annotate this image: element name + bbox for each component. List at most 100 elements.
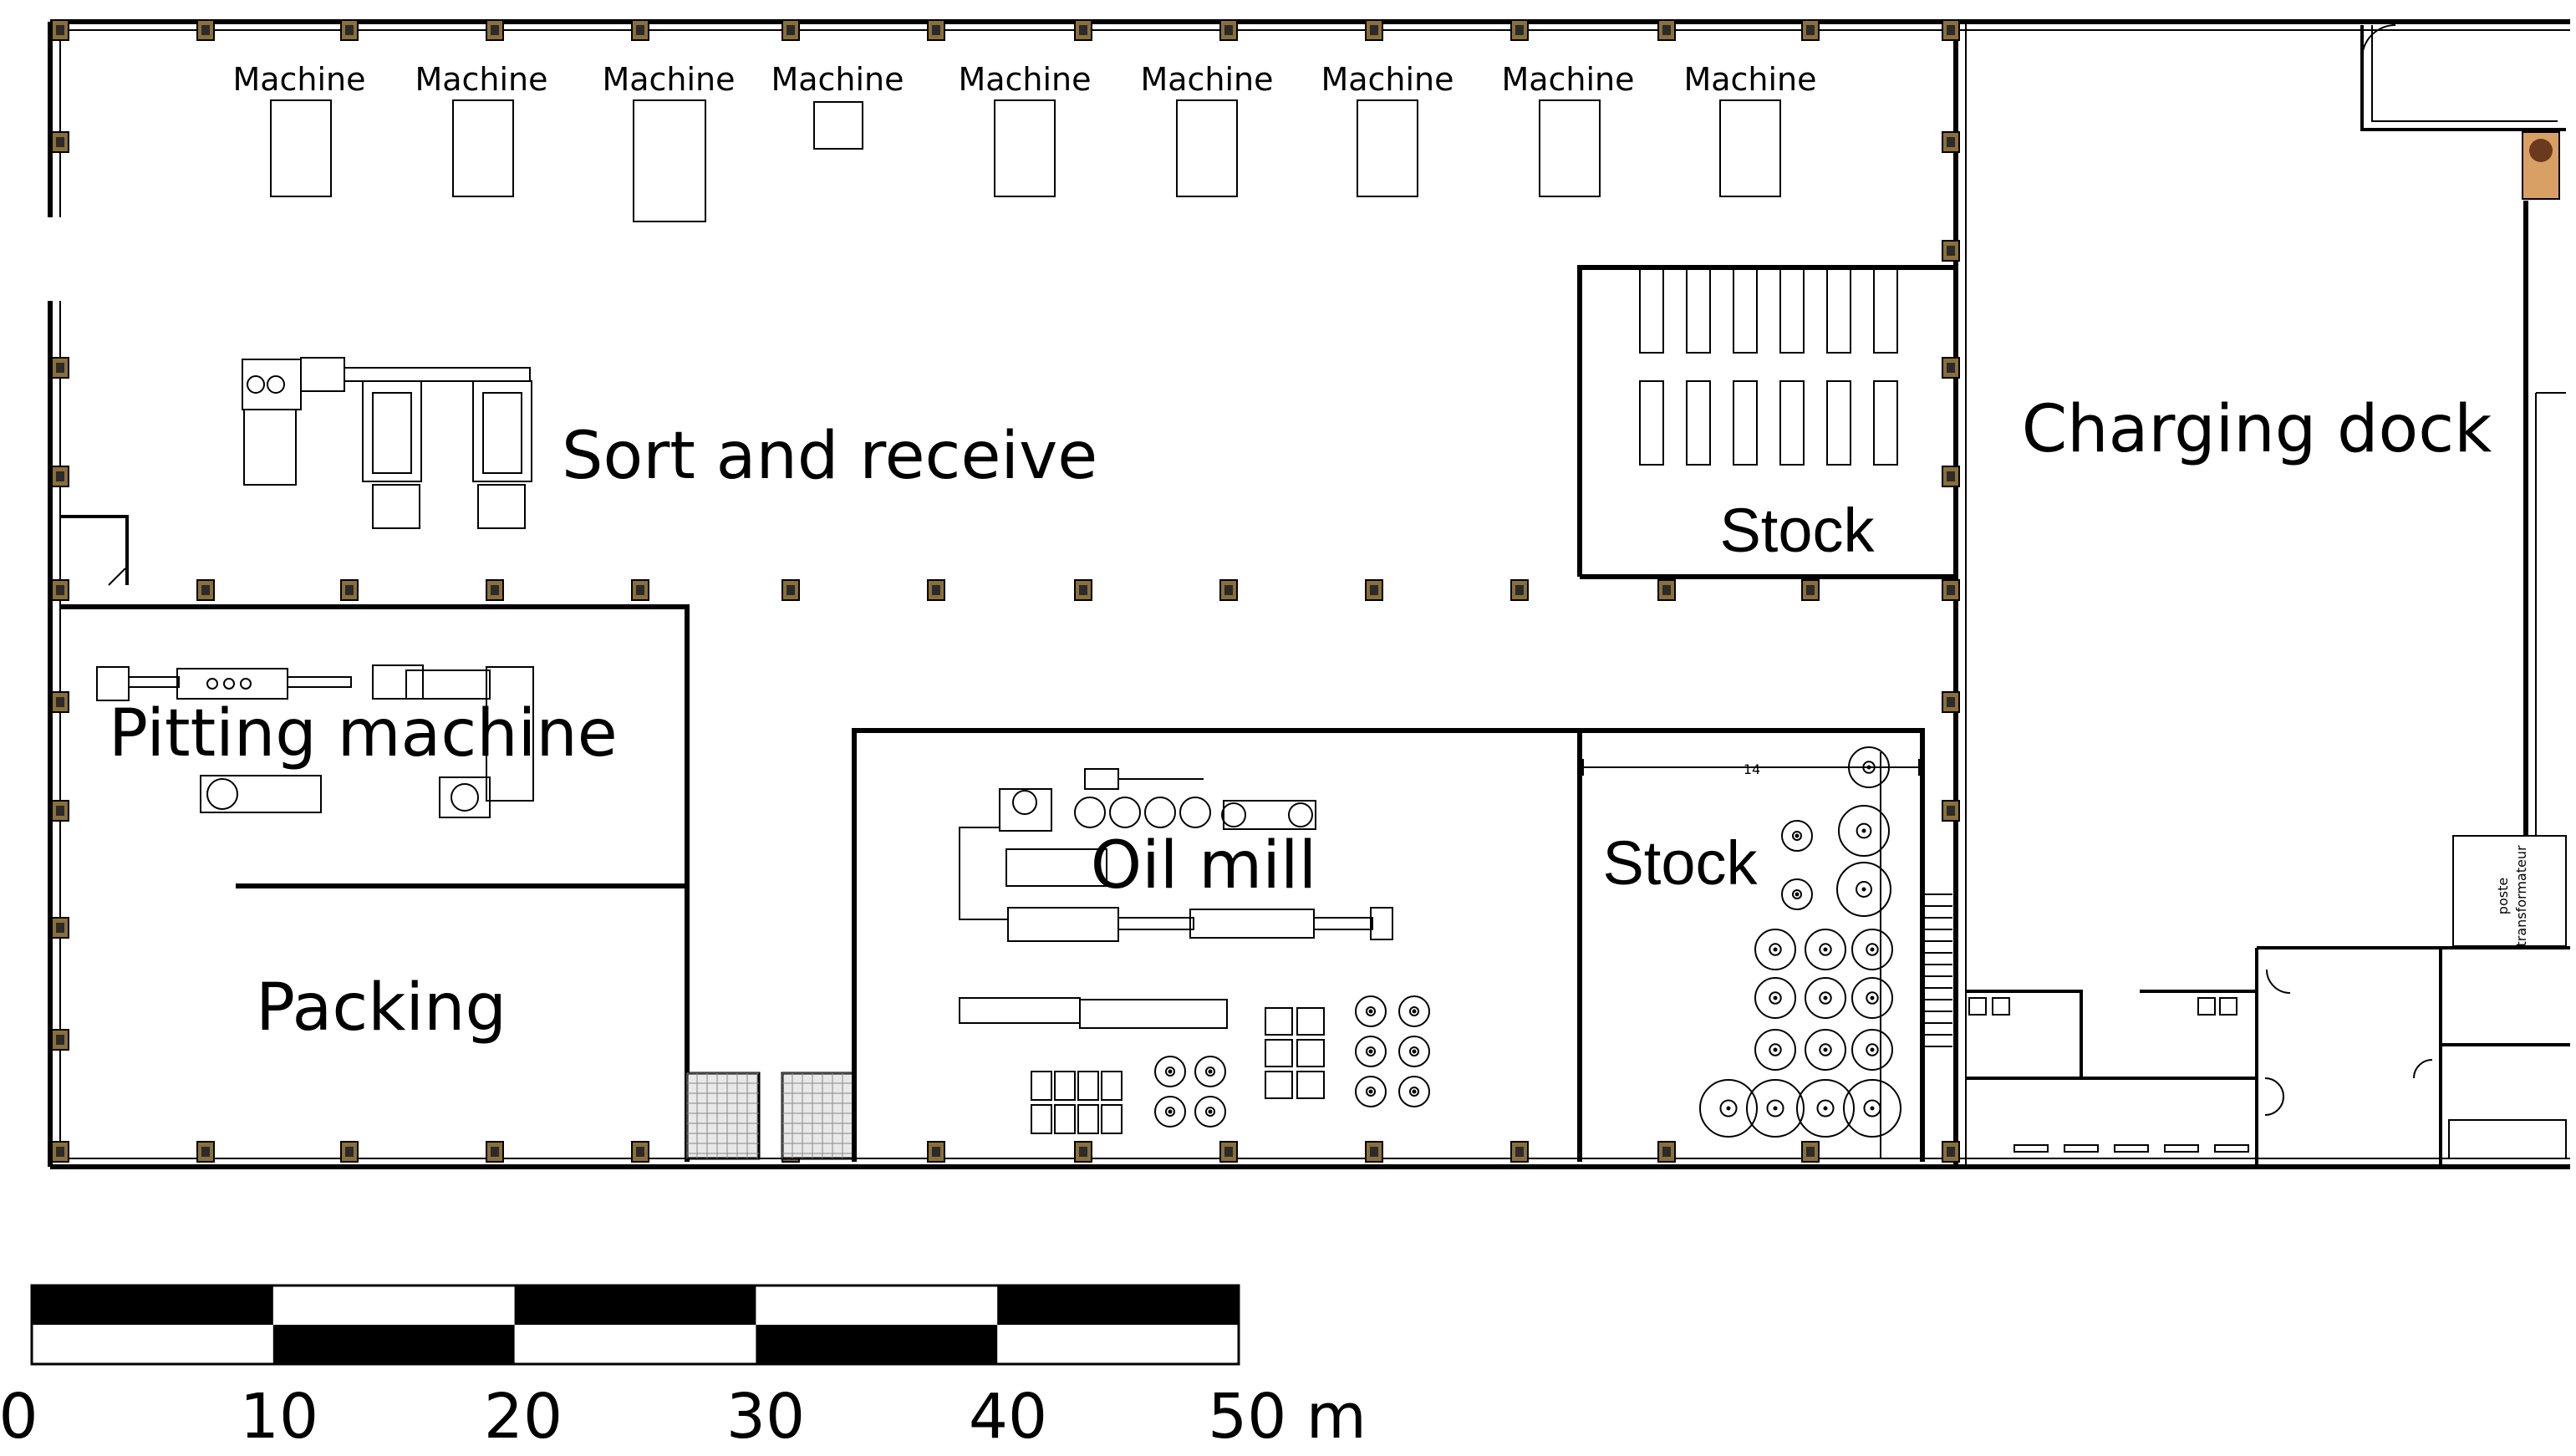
- restrooms: [685, 1072, 856, 1160]
- transformer-label-1: poste: [2495, 878, 2511, 914]
- tank: [1848, 746, 1890, 788]
- tank: [1805, 977, 1846, 1019]
- tank: [1781, 820, 1813, 852]
- oil-storage-tanks: [1031, 995, 1430, 1134]
- tank: [1754, 929, 1796, 970]
- barrel: [1265, 1039, 1293, 1067]
- oil-mill-area: Oil mill: [852, 728, 1582, 1162]
- tank: [1699, 1079, 1758, 1138]
- tank: [1194, 1056, 1226, 1087]
- tank: [1805, 929, 1846, 970]
- storage-rack: [1733, 268, 1758, 354]
- barrel: [1296, 1071, 1325, 1099]
- storage-rack: [1686, 268, 1711, 354]
- barrel: [1265, 1071, 1293, 1099]
- tank: [1851, 977, 1893, 1019]
- tank: [1836, 862, 1891, 917]
- machine-label: Machine: [415, 61, 547, 98]
- scale-tick-40: 40: [969, 1381, 1047, 1453]
- scale-bar-segment: [32, 1285, 273, 1325]
- machine-label: Machine: [1140, 61, 1273, 98]
- room-label-oil-mill: Oil mill: [1091, 828, 1317, 904]
- tank: [1843, 1079, 1901, 1138]
- scale-tick-20: 20: [484, 1381, 563, 1453]
- scale-tick-30: 30: [726, 1381, 805, 1453]
- tank: [1796, 1079, 1855, 1138]
- dimension-label: 14: [1744, 761, 1760, 777]
- tank: [1355, 1036, 1387, 1067]
- tank: [1851, 1029, 1893, 1071]
- barrel: [1101, 1071, 1123, 1101]
- storage-rack: [1639, 268, 1664, 354]
- office-block: [1966, 948, 2433, 1167]
- scale-bar-ticks: 0 10 20 30 40 50 m: [0, 1381, 1367, 1453]
- tank: [1754, 1029, 1796, 1071]
- machine-1: Machine: [232, 61, 366, 197]
- oil-mill-equipment: [959, 768, 1393, 1029]
- machine-8: Machine: [1501, 61, 1635, 197]
- barrel: [1296, 1039, 1325, 1067]
- storage-rack: [1639, 380, 1664, 466]
- machine-9: Machine: [1683, 61, 1817, 197]
- tank: [1781, 878, 1813, 910]
- room-label-stock-top: Stock: [1719, 496, 1875, 565]
- tank: [1805, 1029, 1846, 1071]
- barrel: [1054, 1071, 1076, 1101]
- storage-rack: [1873, 268, 1898, 354]
- tank: [1746, 1079, 1805, 1138]
- machine-label: Machine: [1683, 61, 1816, 98]
- storage-rack: [1733, 380, 1758, 466]
- tank: [1398, 1036, 1430, 1067]
- tank: [1398, 1076, 1430, 1107]
- storage-rack: [1779, 380, 1805, 466]
- stock-room-bottom: 14 Stock: [1580, 728, 1925, 1162]
- machine-7: Machine: [1321, 61, 1454, 197]
- room-label-stock-bottom: Stock: [1602, 828, 1758, 898]
- machine-label: Machine: [1321, 61, 1453, 98]
- tank: [1194, 1096, 1226, 1128]
- machine-3: Machine: [602, 61, 736, 222]
- stock-room-top: Stock: [1577, 265, 1956, 579]
- tank: [1398, 995, 1430, 1027]
- sort-receive-area: Sort and receive: [242, 357, 1097, 529]
- scale-bar-segment: [997, 1285, 1239, 1325]
- machine-5: Machine: [958, 61, 1092, 197]
- machine-label: Machine: [771, 61, 904, 98]
- scale-tick-0: 0: [0, 1381, 38, 1453]
- scale-tick-50: 50 m: [1208, 1381, 1367, 1453]
- machine-6: Machine: [1140, 61, 1274, 197]
- barrel: [1031, 1071, 1052, 1101]
- scale-bar-segment: [756, 1325, 998, 1364]
- machine-2: Machine: [415, 61, 548, 197]
- barrel: [1031, 1104, 1052, 1134]
- pitting-equipment: [96, 664, 534, 818]
- machine-label: Machine: [1501, 61, 1634, 98]
- room-label-pitting: Pitting machine: [109, 696, 618, 771]
- barrel: [1054, 1104, 1076, 1134]
- scale-bar-segment: [514, 1285, 756, 1325]
- tank: [1154, 1056, 1186, 1087]
- storage-rack: [1686, 380, 1711, 466]
- scale-bar-segment: [272, 1325, 515, 1364]
- machine-label: Machine: [602, 61, 735, 98]
- tank: [1154, 1096, 1186, 1128]
- room-label-packing: Packing: [256, 970, 507, 1046]
- transformer-label-2: transformateur: [2513, 845, 2529, 947]
- room-label-sort-receive: Sort and receive: [562, 419, 1097, 494]
- machine-4: Machine: [771, 61, 904, 150]
- structural-columns: [51, 19, 1960, 1163]
- machine-row: Machine Machine Machine Machine Machine …: [232, 61, 1817, 222]
- storage-rack: [1826, 268, 1851, 354]
- corner-room: [60, 515, 129, 586]
- storage-rack: [1779, 268, 1805, 354]
- barrel: [1265, 1007, 1293, 1036]
- sorting-equipment: [242, 357, 532, 529]
- barrel: [1101, 1104, 1123, 1134]
- machine-label: Machine: [958, 61, 1091, 98]
- tank: [1355, 1076, 1387, 1107]
- storage-rack: [1826, 380, 1851, 466]
- scale-tick-10: 10: [240, 1381, 318, 1453]
- tank: [1851, 929, 1893, 970]
- restroom-tiles: [686, 1072, 854, 1158]
